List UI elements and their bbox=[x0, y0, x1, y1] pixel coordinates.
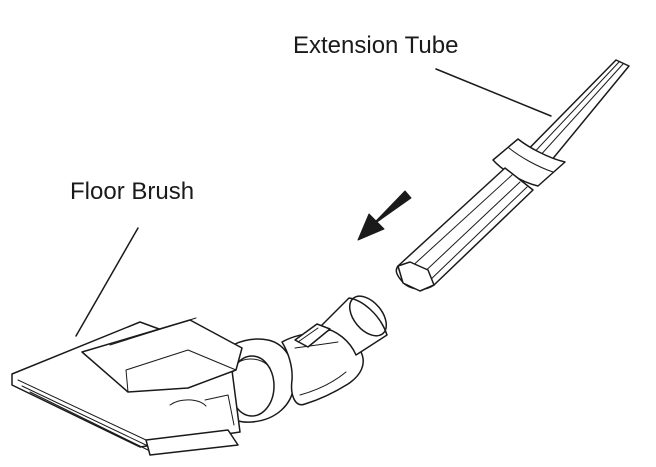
arrow-down-left-icon bbox=[358, 191, 411, 240]
floor-brush-leader bbox=[76, 228, 138, 336]
extension-tube-leader bbox=[436, 69, 551, 116]
extension-tube-label: Extension Tube bbox=[293, 34, 458, 58]
extension-tube bbox=[396, 60, 629, 291]
floor-brush-label: Floor Brush bbox=[70, 180, 194, 204]
floor-brush bbox=[12, 289, 394, 455]
